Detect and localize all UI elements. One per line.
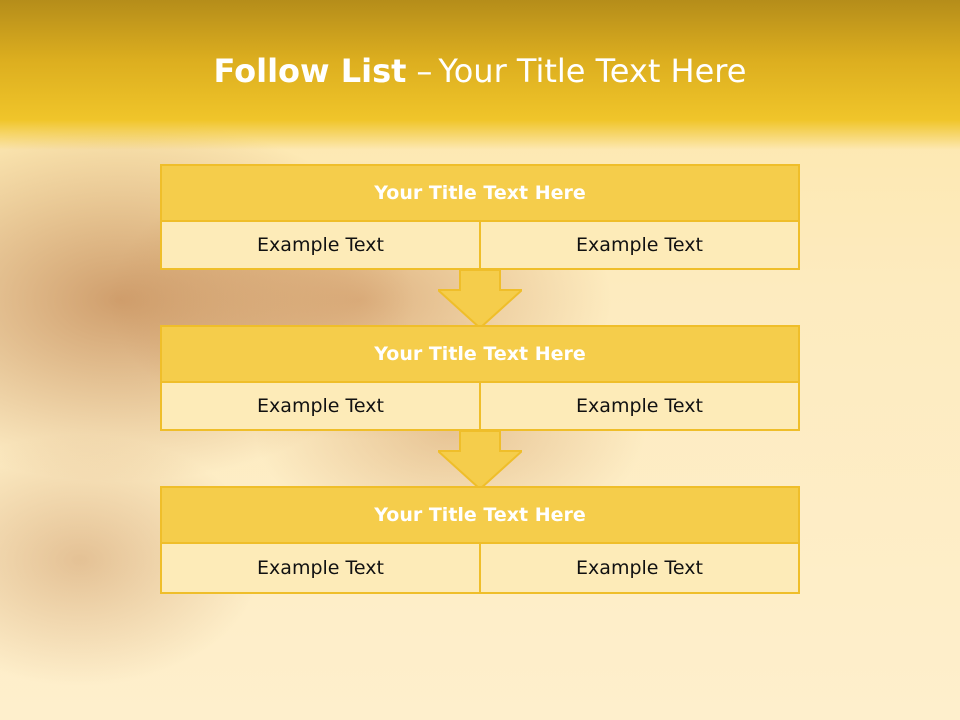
step-cell-left: Example Text [162,222,479,268]
down-arrow-icon [438,270,522,330]
step-block-3: Your Title Text Here Example Text Exampl… [160,486,800,594]
step-title: Your Title Text Here [162,327,798,383]
step-cell-left: Example Text [162,544,479,592]
step-cell-right: Example Text [479,222,798,268]
step-block-2: Your Title Text Here Example Text Exampl… [160,325,800,431]
step-title: Your Title Text Here [162,488,798,544]
step-cell-left: Example Text [162,383,479,429]
step-row: Example Text Example Text [162,222,798,268]
step-cell-right: Example Text [479,383,798,429]
title-bold-part: Follow List [213,52,407,90]
header-bar [0,0,960,150]
step-block-1: Your Title Text Here Example Text Exampl… [160,164,800,270]
step-row: Example Text Example Text [162,544,798,592]
title-dash: – [416,52,433,90]
step-row: Example Text Example Text [162,383,798,429]
step-cell-right: Example Text [479,544,798,592]
slide-title: Follow List–Your Title Text Here [0,52,960,90]
title-rest: Your Title Text Here [438,52,747,90]
step-title: Your Title Text Here [162,166,798,222]
down-arrow-icon [438,431,522,491]
